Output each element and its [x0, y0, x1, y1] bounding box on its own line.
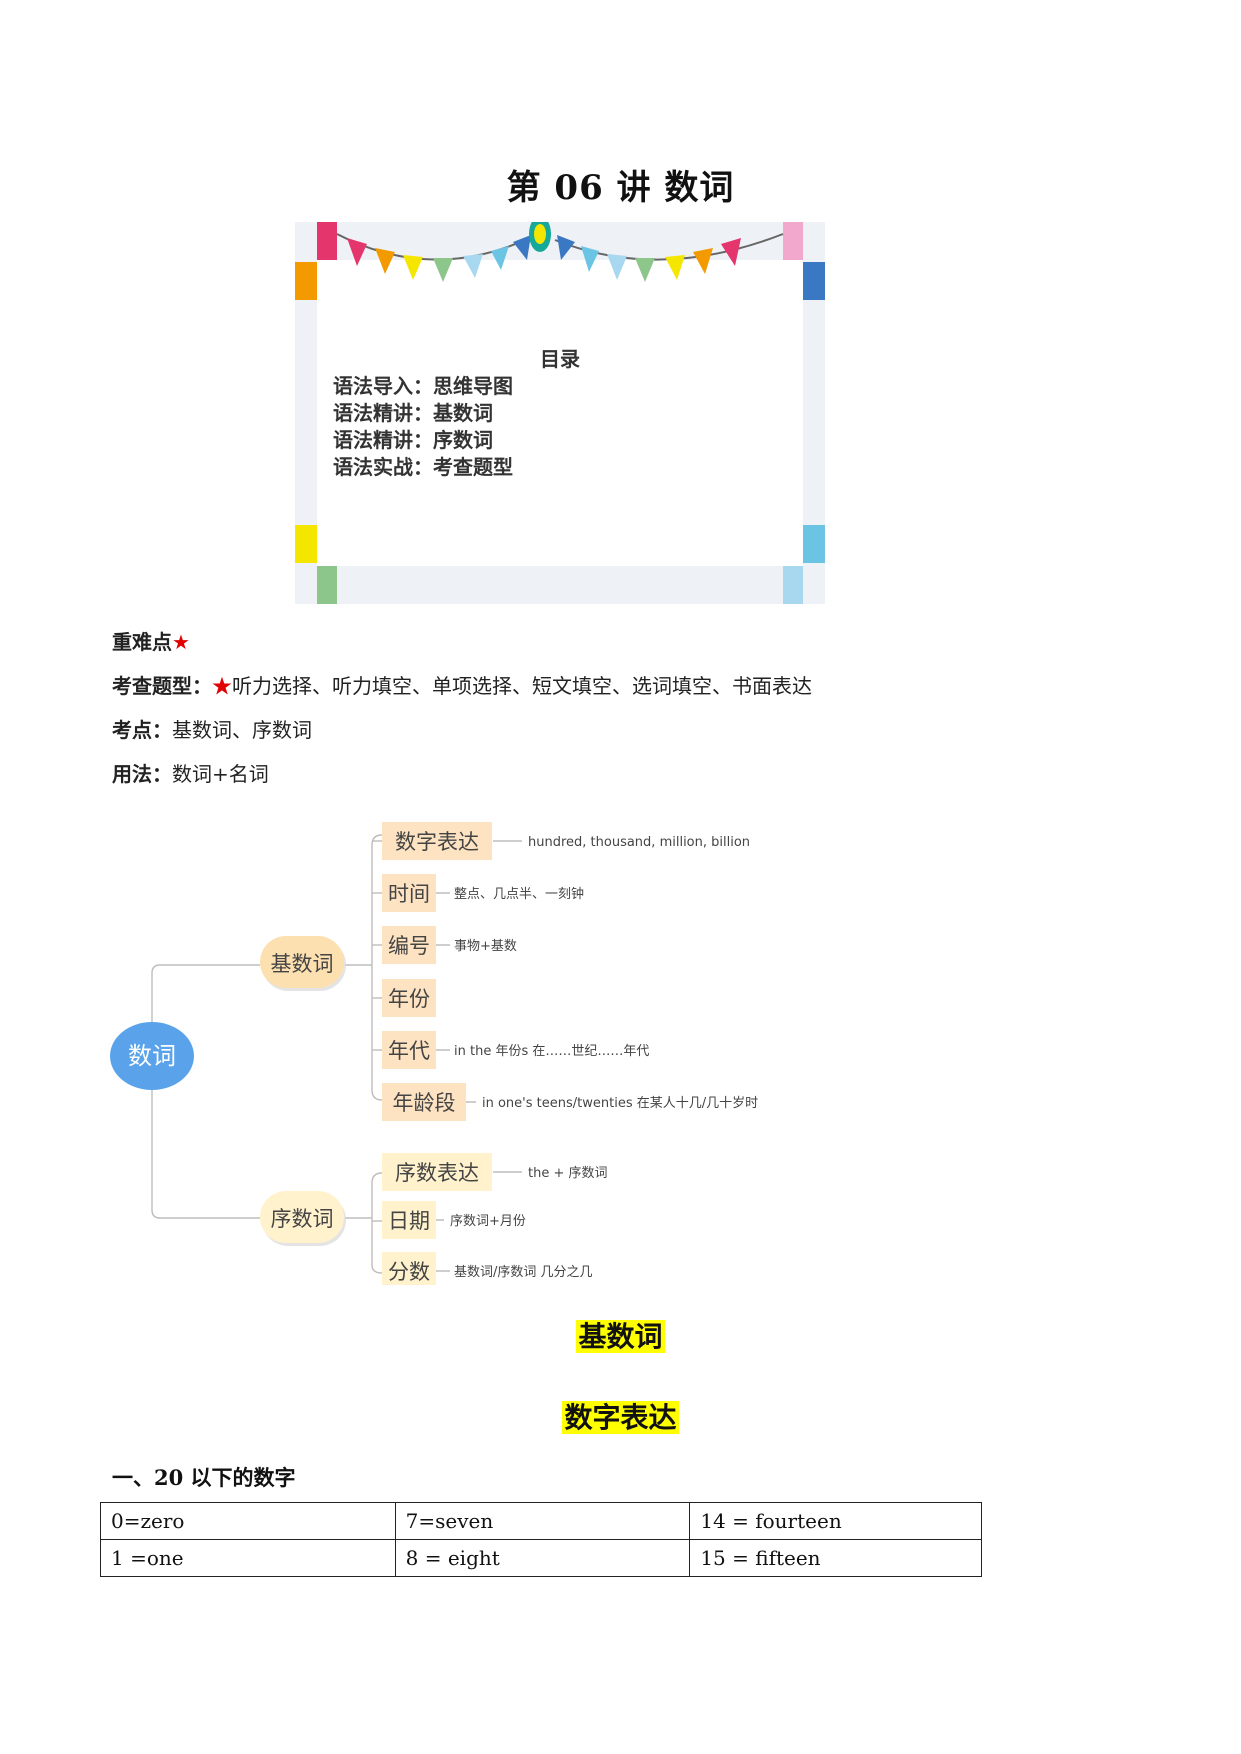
- table-cell: 0=zero: [100, 1502, 396, 1540]
- leaf-note: 序数词+月份: [450, 1214, 526, 1229]
- difficulty-line: 重难点★: [112, 626, 190, 655]
- leaf-label: 序数表达: [395, 1161, 479, 1185]
- leaf-note: hundred, thousand, million, billion: [528, 835, 750, 850]
- frame-right-rail: [803, 222, 825, 604]
- mind-map-leaf: 数字表达 hundred, thousand, million, billion: [382, 822, 750, 860]
- root-label: 数词: [128, 1042, 176, 1070]
- usage-line: 用法：数词+名词: [112, 758, 269, 787]
- table-row: 1 =one 8 = eight 15 = fifteen: [100, 1539, 982, 1577]
- corner-block-orange: [295, 262, 317, 300]
- section-heading-number-expression-wrap: 数字表达: [0, 1396, 1241, 1436]
- leaf-label: 日期: [388, 1209, 430, 1233]
- usage-label: 用法：: [112, 762, 172, 786]
- exam-points-text: 基数词、序数词: [172, 718, 312, 742]
- corner-block-green: [317, 566, 337, 604]
- branch-label: 序数词: [271, 1207, 334, 1231]
- leaf-label: 编号: [388, 934, 430, 958]
- corner-block-cyan: [803, 525, 825, 563]
- corner-block-blue: [803, 262, 825, 300]
- section-heading-cardinal: 基数词: [576, 1320, 665, 1353]
- corner-block-pink-red: [317, 222, 337, 260]
- leaf-note: in one's teens/twenties 在某人十几/几十岁时: [482, 1096, 758, 1111]
- table-cell: 8 = eight: [394, 1539, 691, 1577]
- mind-map-branch-ordinal: 序数词: [260, 1191, 346, 1246]
- mind-map: 数词 基数词 序数词 数字表达 hundred, thousand, milli…: [110, 822, 758, 1285]
- mind-map-leaf: 年份: [382, 979, 436, 1017]
- leaf-label: 数字表达: [395, 830, 479, 854]
- number-table: 0=zero 7=seven 14 = fourteen 1 =one 8 = …: [100, 1502, 982, 1577]
- mind-map-leaf: 分数 基数词/序数词 几分之几: [382, 1252, 593, 1285]
- mind-map-leaf: 编号 事物+基数: [382, 926, 517, 964]
- difficulty-label: 重难点: [112, 630, 172, 654]
- bunting-icon: [336, 222, 784, 282]
- leaf-note: in the 年份s 在……世纪……年代: [454, 1044, 649, 1059]
- section-heading-cardinal-wrap: 基数词: [0, 1315, 1241, 1355]
- question-types-text: 听力选择、听力填空、单项选择、短文填空、选词填空、书面表达: [232, 674, 812, 698]
- table-row: 0=zero 7=seven 14 = fourteen: [100, 1502, 982, 1540]
- usage-text: 数词+名词: [172, 762, 269, 786]
- mind-map-leaf: 年代 in the 年份s 在……世纪……年代: [382, 1031, 649, 1069]
- mind-map-leaf: 年龄段 in one's teens/twenties 在某人十几/几十岁时: [382, 1083, 758, 1121]
- leaf-note: 基数词/序数词 几分之几: [454, 1265, 593, 1280]
- branch-label: 基数词: [271, 952, 334, 976]
- frame-left-rail: [295, 222, 317, 604]
- corner-block-pink: [783, 222, 803, 260]
- leaf-label: 分数: [388, 1260, 430, 1284]
- toc-item-practice: 语法实战：考查题型: [333, 455, 513, 479]
- leaf-label: 年龄段: [393, 1091, 456, 1115]
- page-title: 第 06 讲 数词: [506, 168, 735, 208]
- leaf-label: 年代: [388, 1039, 430, 1063]
- question-types-label: 考查题型：: [112, 674, 212, 698]
- table-cell: 15 = fifteen: [689, 1539, 982, 1577]
- leaf-note: the + 序数词: [528, 1166, 608, 1181]
- exam-points-label: 考点：: [112, 718, 172, 742]
- toc-frame: 目录 语法导入：思维导图 语法精讲：基数词 语法精讲：序数词 语法实战：考查题型: [295, 222, 825, 604]
- star-icon: ★: [212, 674, 232, 698]
- section-heading-number-expression: 数字表达: [562, 1401, 679, 1434]
- toc-item-cardinal: 语法精讲：基数词: [333, 401, 493, 425]
- toc-item-ordinal: 语法精讲：序数词: [333, 428, 493, 452]
- table-cell: 14 = fourteen: [689, 1502, 982, 1540]
- toc-heading: 目录: [540, 347, 580, 371]
- exam-points-line: 考点：基数词、序数词: [112, 714, 312, 743]
- leaf-label: 年份: [388, 987, 430, 1011]
- leaf-note: 整点、几点半、一刻钟: [454, 886, 584, 902]
- leaf-label: 时间: [388, 882, 430, 906]
- mind-map-root-node: 数词: [110, 1022, 194, 1090]
- corner-block-light-blue: [783, 566, 803, 604]
- star-icon: ★: [172, 630, 190, 654]
- frame-bottom-rail: [295, 566, 825, 604]
- sub-heading: 一、20 以下的数字: [112, 1465, 296, 1490]
- mind-map-leaf: 序数表达 the + 序数词: [382, 1153, 608, 1191]
- mind-map-leaf: 日期 序数词+月份: [382, 1201, 526, 1239]
- leaf-note: 事物+基数: [454, 939, 517, 954]
- toc-item-intro: 语法导入：思维导图: [333, 374, 513, 398]
- table-cell: 7=seven: [394, 1502, 691, 1540]
- mind-map-leaf: 时间 整点、几点半、一刻钟: [382, 874, 584, 912]
- mind-map-branch-cardinal: 基数词: [260, 936, 346, 991]
- table-cell: 1 =one: [100, 1539, 396, 1577]
- question-types-line: 考查题型：★听力选择、听力填空、单项选择、短文填空、选词填空、书面表达: [112, 670, 812, 699]
- corner-block-yellow: [295, 525, 317, 563]
